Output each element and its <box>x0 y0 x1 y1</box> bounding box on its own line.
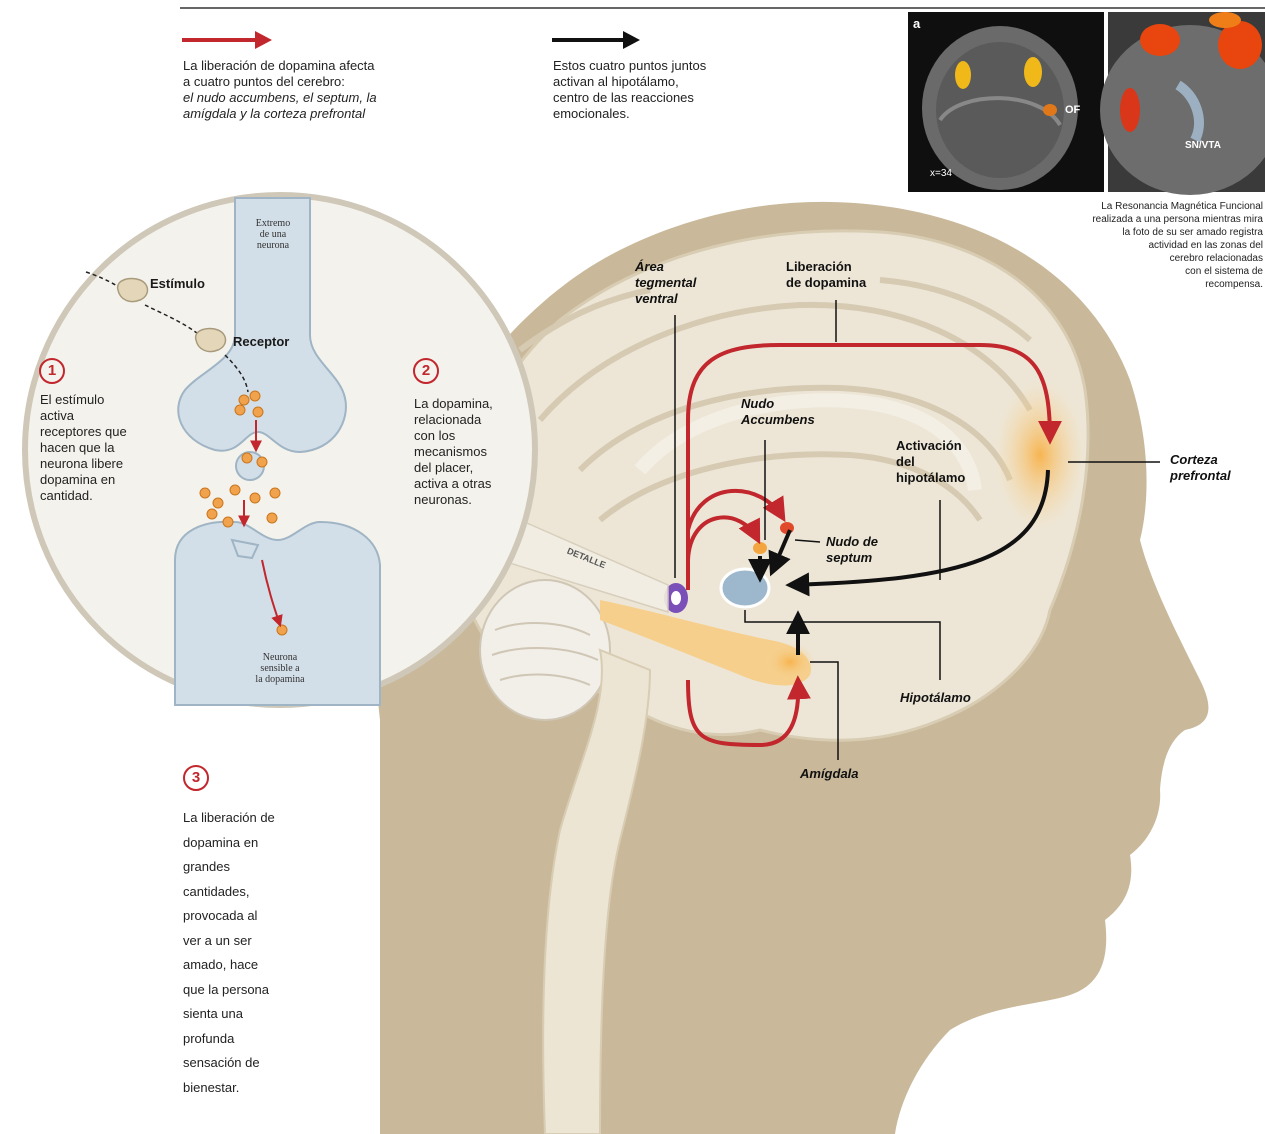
legend-black-line: emocionales. <box>553 106 853 122</box>
step-1-line: El estímulo <box>40 392 175 408</box>
fmri-label-x: x=34 <box>930 168 952 179</box>
corteza-line: prefrontal <box>1170 468 1231 484</box>
step-1-badge: 1 <box>39 358 65 384</box>
activacion-line: Activación <box>896 438 965 454</box>
neurona-sensible-label: Neurona sensible a la dopamina <box>245 652 315 685</box>
legend-red-line: La liberación de dopamina afecta <box>183 58 513 74</box>
step-3-line: profunda <box>183 1027 353 1052</box>
nudo-septum-line: Nudo de <box>826 534 878 550</box>
fmri-label-vta: SN/VTA <box>1185 140 1221 151</box>
label-nudo-septum: Nudo de septum <box>826 534 878 566</box>
label-liberacion: Liberación de dopamina <box>786 259 866 291</box>
step-3-line: grandes <box>183 855 353 880</box>
step-3-line: dopamina en <box>183 831 353 856</box>
step-3-line: que la persona <box>183 978 353 1003</box>
nudo-accumbens-line: Accumbens <box>741 412 815 428</box>
extremo-label: Extremo de una neurona <box>243 218 303 251</box>
red-arrow-legend-icon <box>182 31 272 49</box>
receptor-label: Receptor <box>233 334 289 349</box>
neurona-line: sensible a <box>245 663 315 674</box>
step-1-line: activa <box>40 408 175 424</box>
neurona-line: Neurona <box>245 652 315 663</box>
legend-black-line: activan al hipotálamo, <box>553 74 853 90</box>
legend-black-line: Estos cuatro puntos juntos <box>553 58 853 74</box>
area-tegmental-line: ventral <box>635 291 696 307</box>
step-2-line: La dopamina, <box>414 396 534 412</box>
legend-red-line-italic: amígdala y la corteza prefrontal <box>183 106 513 122</box>
extremo-line: Extremo <box>243 218 303 229</box>
liberacion-line: de dopamina <box>786 275 866 291</box>
caption-line: recompensa. <box>940 278 1263 291</box>
step-2-badge: 2 <box>413 358 439 384</box>
neurona-line: la dopamina <box>245 674 315 685</box>
estimulo-label: Estímulo <box>150 276 205 291</box>
label-amigdala: Amígdala <box>800 766 859 782</box>
label-activacion: Activación del hipotálamo <box>896 438 965 486</box>
step-1-line: hacen que la <box>40 440 175 456</box>
caption-line: La Resonancia Magnética Funcional <box>940 200 1263 213</box>
legend-black-line: centro de las reacciones <box>553 90 853 106</box>
label-area-tegmental: Área tegmental ventral <box>635 259 696 307</box>
step-2-line: con los <box>414 428 534 444</box>
fmri-images <box>908 12 1265 195</box>
step-3-line: sensación de <box>183 1051 353 1076</box>
step-3-line: bienestar. <box>183 1076 353 1101</box>
step-2-line: del placer, <box>414 460 534 476</box>
caption-line: con el sistema de <box>940 265 1263 278</box>
extremo-line: de una <box>243 229 303 240</box>
step-1-line: dopamina en <box>40 472 175 488</box>
cerebellum <box>480 580 610 720</box>
step-3-line: provocada al <box>183 904 353 929</box>
black-arrow-legend-icon <box>552 31 640 49</box>
nudo-septum-line: septum <box>826 550 878 566</box>
fmri-panel-letter: a <box>913 16 920 31</box>
step-1-line: receptores que <box>40 424 175 440</box>
caption-line: la foto de su ser amado registra <box>940 226 1263 239</box>
step-2-text: La dopamina, relacionada con los mecanis… <box>414 396 534 508</box>
legend-black-text: Estos cuatro puntos juntos activan al hi… <box>553 58 853 122</box>
caption-line: realizada a una persona mientras mira <box>940 213 1263 226</box>
step-2-line: mecanismos <box>414 444 534 460</box>
label-corteza: Corteza prefrontal <box>1170 452 1231 484</box>
legend-red-text: La liberación de dopamina afecta a cuatr… <box>183 58 513 122</box>
step-2-line: neuronas. <box>414 492 534 508</box>
step-3-line: amado, hace <box>183 953 353 978</box>
step-3-badge: 3 <box>183 765 209 791</box>
step-3-text: La liberación de dopamina en grandes can… <box>183 806 353 1100</box>
activacion-line: hipotálamo <box>896 470 965 486</box>
step-3-line: cantidades, <box>183 880 353 905</box>
step-2-line: activa a otras <box>414 476 534 492</box>
legend-red-line: a cuatro puntos del cerebro: <box>183 74 513 90</box>
legend-red-line-italic: el nudo accumbens, el septum, la <box>183 90 513 106</box>
fmri-label-of: OF <box>1065 104 1080 116</box>
extremo-line: neurona <box>243 240 303 251</box>
area-tegmental-line: tegmental <box>635 275 696 291</box>
step-3-line: sienta una <box>183 1002 353 1027</box>
step-1-line: neurona libere <box>40 456 175 472</box>
activacion-line: del <box>896 454 965 470</box>
step-2-line: relacionada <box>414 412 534 428</box>
caption-line: actividad en las zonas del <box>940 239 1263 252</box>
step-3-line: La liberación de <box>183 806 353 831</box>
label-nudo-accumbens: Nudo Accumbens <box>741 396 815 428</box>
area-tegmental-line: Área <box>635 259 696 275</box>
step-3-line: ver a un ser <box>183 929 353 954</box>
step-1-line: cantidad. <box>40 488 175 504</box>
nudo-accumbens-line: Nudo <box>741 396 815 412</box>
caption-line: cerebro relacionadas <box>940 252 1263 265</box>
label-hipotalamo: Hipotálamo <box>900 690 971 706</box>
step-1-text: El estímulo activa receptores que hacen … <box>40 392 175 504</box>
fmri-caption: La Resonancia Magnética Funcional realiz… <box>940 200 1263 291</box>
liberacion-line: Liberación <box>786 259 866 275</box>
corteza-line: Corteza <box>1170 452 1231 468</box>
